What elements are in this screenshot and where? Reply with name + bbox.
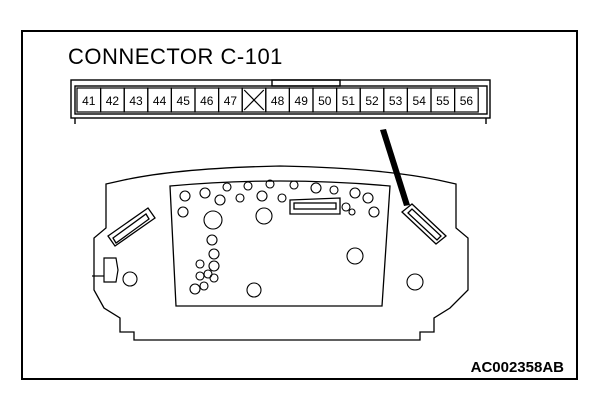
pin-label: 53 — [389, 94, 403, 108]
pin-label: 54 — [413, 94, 427, 108]
cluster-connector-right — [401, 203, 447, 245]
diagram-frame — [21, 30, 578, 380]
connector-title: CONNECTOR C-101 — [68, 44, 283, 69]
pin-label: 42 — [106, 94, 120, 108]
pin-label: 47 — [224, 94, 238, 108]
pin-label: 56 — [460, 94, 474, 108]
cluster-connector-left — [107, 207, 156, 247]
pin-label: 48 — [271, 94, 285, 108]
pin-label: 50 — [318, 94, 332, 108]
pin-label: 44 — [153, 94, 167, 108]
pin-label: 55 — [436, 94, 450, 108]
pointer-arrow — [380, 129, 410, 206]
cluster-holes — [122, 179, 424, 298]
cluster-connector-center — [289, 197, 341, 215]
pin-cell-56 — [454, 87, 479, 113]
pin-label: 51 — [342, 94, 356, 108]
pin-cells: 41 42 43 44 45 46 47 48 49 50 51 52 53 54 55 56 — [76, 87, 479, 113]
instrument-cluster — [93, 165, 469, 341]
pin-label: 43 — [129, 94, 143, 108]
pin-label: 46 — [200, 94, 214, 108]
pin-label: 52 — [365, 94, 379, 108]
figure-code: AC002358AB — [470, 359, 564, 376]
cluster-bracket — [92, 257, 119, 283]
pin-label: 41 — [82, 94, 96, 108]
connector-housing — [70, 79, 491, 124]
pin-label: 49 — [295, 94, 309, 108]
blank-pin-cross — [243, 89, 265, 111]
pin-label: 45 — [177, 94, 191, 108]
